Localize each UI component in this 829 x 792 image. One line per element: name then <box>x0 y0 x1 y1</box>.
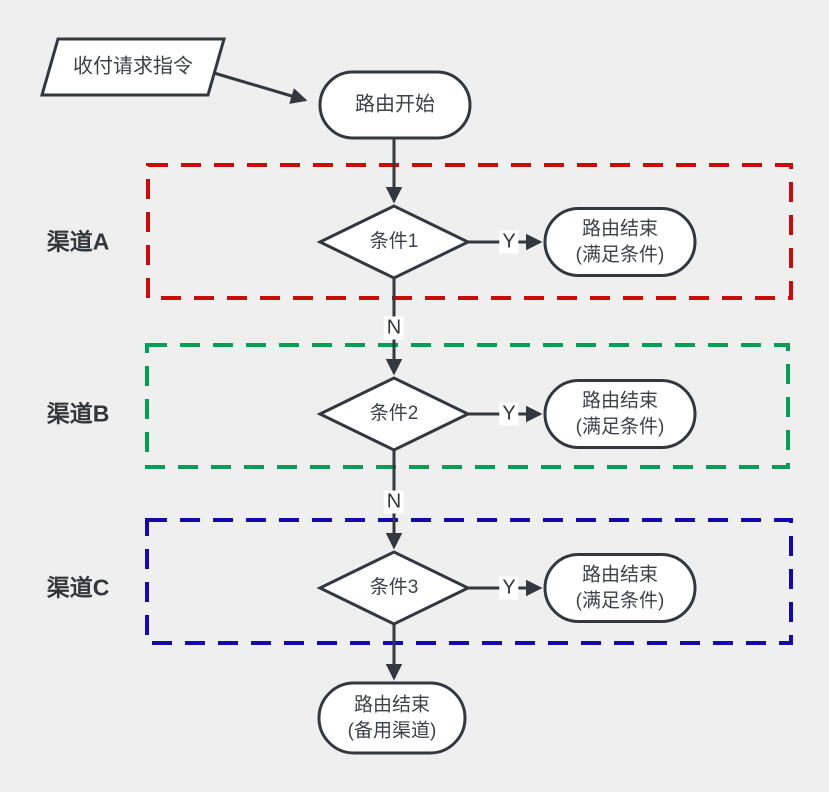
end-backup-shape <box>317 681 467 755</box>
input-label: 收付请求指令 <box>73 55 193 78</box>
cond3-yes-label: Y <box>499 576 519 600</box>
channel-a-box <box>146 163 793 300</box>
cond2-label: 条件2 <box>369 403 419 425</box>
cond2-shape <box>316 376 472 452</box>
cond3-label: 条件3 <box>369 577 419 599</box>
cond3-shape <box>316 550 472 626</box>
end-backup-label: 路由结束 (备用渠道) <box>347 694 437 741</box>
input-shape <box>40 37 226 97</box>
channel-a-label: 渠道A <box>46 228 110 255</box>
start-label: 路由开始 <box>355 93 435 116</box>
end1-shape <box>543 207 697 277</box>
channel-b-label: 渠道B <box>46 400 110 427</box>
cond2-yes-label: Y <box>499 402 519 426</box>
end3-label: 路由结束 (满足条件) <box>575 564 665 611</box>
cond1-shape <box>316 204 472 280</box>
channel-c-label: 渠道C <box>46 574 110 601</box>
end1-label: 路由结束 (满足条件) <box>575 218 665 265</box>
end2-shape <box>543 379 697 449</box>
end2-label: 路由结束 (满足条件) <box>575 390 665 437</box>
channel-b-box <box>145 343 790 469</box>
channel-c-box <box>145 518 793 645</box>
edge-input-to-start <box>213 71 308 104</box>
cond1-no-label: N <box>383 316 405 340</box>
cond1-yes-label: Y <box>499 230 519 254</box>
cond2-no-label: N <box>383 490 405 514</box>
cond1-label: 条件1 <box>369 231 419 253</box>
end3-shape <box>543 553 697 623</box>
start-shape <box>318 70 472 140</box>
